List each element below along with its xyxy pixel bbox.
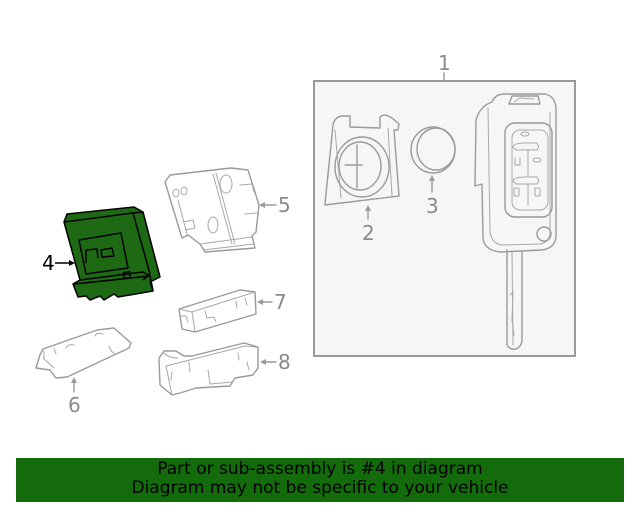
part-1-key-fob[interactable] (474, 93, 557, 350)
callout-7[interactable]: 7 (274, 290, 287, 314)
callout-4[interactable]: 4 (42, 251, 55, 275)
part-8-tray[interactable]: 8 (158, 342, 291, 396)
part-6-cover[interactable]: 6 (35, 327, 132, 417)
banner-disclaimer: Diagram may not be specific to your vehi… (131, 478, 509, 498)
info-banner: Part or sub-assembly is #4 in diagram Di… (16, 458, 624, 502)
part-5-bracket[interactable]: 5 (164, 167, 291, 253)
part-4-module-highlighted[interactable]: 4 (42, 206, 161, 301)
callout-8[interactable]: 8 (278, 350, 291, 374)
callout-3[interactable]: 3 (426, 194, 439, 218)
banner-part-note: Part or sub-assembly is #4 in diagram (157, 459, 483, 479)
callout-5[interactable]: 5 (278, 193, 291, 217)
callout-2[interactable]: 2 (362, 221, 375, 245)
callout-1[interactable]: 1 (438, 51, 451, 75)
part-3-battery[interactable]: 3 (410, 126, 456, 218)
callout-6[interactable]: 6 (68, 393, 81, 417)
part-2-lock-housing[interactable]: 2 (324, 114, 400, 245)
part-7-bracket[interactable]: 7 (178, 289, 287, 333)
part-1-group-box: 1 (313, 51, 576, 357)
